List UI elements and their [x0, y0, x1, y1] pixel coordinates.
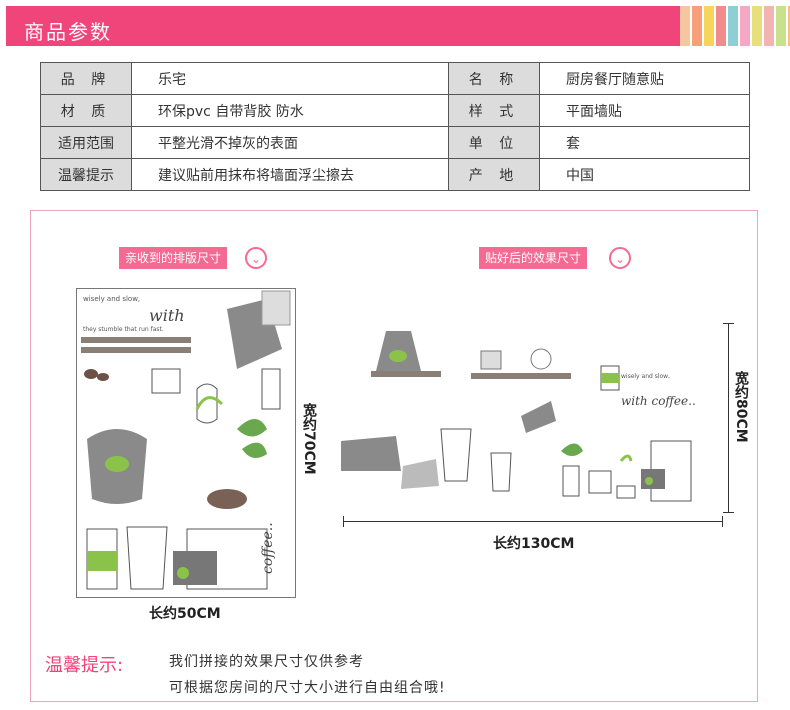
dimension-tick — [723, 512, 734, 513]
glass-cup-icon — [490, 452, 512, 492]
stripe — [716, 6, 726, 46]
wall-effect-art: wisely and slow, with coffee.. — [341, 331, 696, 502]
stripe — [752, 6, 762, 46]
table-row: 品 牌 乐宅 名 称 厨房餐厅随意贴 — [40, 62, 750, 95]
param-value: 乐宅 — [131, 62, 449, 95]
cup-band-icon — [601, 373, 619, 383]
product-params-table: 品 牌 乐宅 名 称 厨房餐厅随意贴 材 质 环保pvc 自带背胶 防水 样 式… — [40, 62, 750, 191]
tips-line: 我们拼接的效果尺寸仅供参考 — [169, 654, 364, 670]
wall-height-label: 宽约80CM — [733, 371, 749, 443]
moka-pot-icon — [126, 526, 168, 590]
table-row: 适用范围 平整光滑不掉灰的表面 单 位 套 — [40, 126, 750, 159]
section-header: 商品参数 — [0, 0, 790, 52]
slogan-text: they stumble that run fast. — [83, 326, 164, 333]
stripe — [704, 6, 714, 46]
stripe — [740, 6, 750, 46]
table-row: 材 质 环保pvc 自带背胶 防水 样 式 平面墙贴 — [40, 94, 750, 127]
shelf-icon — [471, 373, 571, 379]
coffee-text: coffee.. — [260, 522, 276, 574]
shelf-icon — [81, 337, 191, 343]
wall-size-caption: 贴好后的效果尺寸 — [479, 247, 588, 269]
table-row: 温馨提示 建议贴前用抹布将墙面浮尘擦去 产 地 中国 — [40, 158, 750, 191]
param-value: 环保pvc 自带背胶 防水 — [131, 94, 449, 127]
stripe — [728, 6, 738, 46]
stripe — [692, 6, 702, 46]
dimension-tick — [723, 323, 734, 324]
knob-icon — [645, 477, 653, 485]
mug-icon — [588, 470, 612, 494]
cup-saucer-icon — [616, 485, 636, 499]
decorative-stripes — [680, 6, 790, 46]
stripe — [680, 6, 690, 46]
header-bar: 商品参数 — [6, 6, 680, 46]
sheet-width-label: 长约50CM — [149, 606, 221, 622]
grinder-icon — [261, 368, 281, 410]
book-icon — [341, 436, 401, 471]
paper-icon — [401, 459, 439, 489]
param-label: 温馨提示 — [40, 158, 132, 191]
stripe — [788, 6, 790, 46]
param-label: 适用范围 — [40, 126, 132, 159]
param-value: 厨房餐厅随意贴 — [539, 62, 750, 95]
tips-label: 温馨提示: — [45, 655, 124, 676]
leaf-icon — [237, 419, 267, 437]
chevron-down-icon: ⌄ — [245, 247, 267, 269]
param-value: 套 — [539, 126, 750, 159]
scoop-icon — [521, 401, 556, 433]
shelf-icon — [371, 371, 441, 377]
stripe — [776, 6, 786, 46]
param-value: 中国 — [539, 158, 750, 191]
steam-icon — [195, 396, 224, 410]
note-icon — [480, 350, 502, 370]
param-value: 平整光滑不掉灰的表面 — [131, 126, 449, 159]
sticker-sheet: wisely and slow, with they stumble that … — [76, 288, 296, 598]
jar-icon — [562, 465, 580, 497]
slogan-text: wisely and slow, — [83, 295, 140, 303]
mug-icon — [151, 368, 181, 394]
label-icon — [105, 456, 129, 472]
param-label: 产 地 — [448, 158, 540, 191]
bean-icon — [84, 369, 98, 379]
leaf-icon — [561, 443, 583, 456]
param-label: 材 质 — [40, 94, 132, 127]
height-dimension-line — [728, 323, 729, 513]
param-value: 建议贴前用抹布将墙面浮尘擦去 — [131, 158, 449, 191]
param-label: 样 式 — [448, 94, 540, 127]
param-label: 名 称 — [448, 62, 540, 95]
param-label: 单 位 — [448, 126, 540, 159]
width-dimension-line — [343, 521, 723, 522]
photo-icon — [261, 290, 291, 326]
leaf-icon — [242, 442, 267, 458]
label-icon — [389, 350, 407, 362]
shelf-icon — [81, 347, 191, 353]
cup-band-icon — [87, 551, 117, 571]
chevron-down-icon: ⌄ — [609, 247, 631, 269]
with-coffee-text: with coffee.. — [621, 394, 696, 408]
beans-pile-icon — [207, 489, 247, 509]
param-value: 平面墙贴 — [539, 94, 750, 127]
section-title: 商品参数 — [24, 20, 112, 44]
param-label: 品 牌 — [40, 62, 132, 95]
stripe — [764, 6, 774, 46]
with-text: with — [149, 306, 185, 325]
slogan-text: wisely and slow, — [621, 373, 670, 380]
size-showcase: 亲收到的排版尺寸 ⌄ 贴好后的效果尺寸 ⌄ wisely and slow, w… — [30, 210, 758, 702]
glass-cup-icon — [196, 383, 218, 424]
wall-width-label: 长约130CM — [493, 536, 575, 552]
bear-bowl-icon — [530, 348, 552, 370]
dimension-tick — [722, 516, 723, 527]
bean-icon — [97, 373, 109, 381]
dimension-tick — [343, 516, 344, 527]
drawer-icon — [641, 469, 665, 489]
knob-icon — [177, 567, 189, 579]
steam-icon — [619, 454, 633, 462]
sheet-height-label: 宽约70CM — [301, 403, 317, 475]
drawer-icon — [173, 551, 217, 585]
tips-line: 可根据您房间的尺寸大小进行自由组合哦! — [169, 680, 446, 696]
sticker-sheet-art: wisely and slow, with they stumble that … — [81, 290, 291, 590]
sheet-size-caption: 亲收到的排版尺寸 — [119, 247, 228, 269]
moka-pot-icon — [440, 428, 472, 482]
